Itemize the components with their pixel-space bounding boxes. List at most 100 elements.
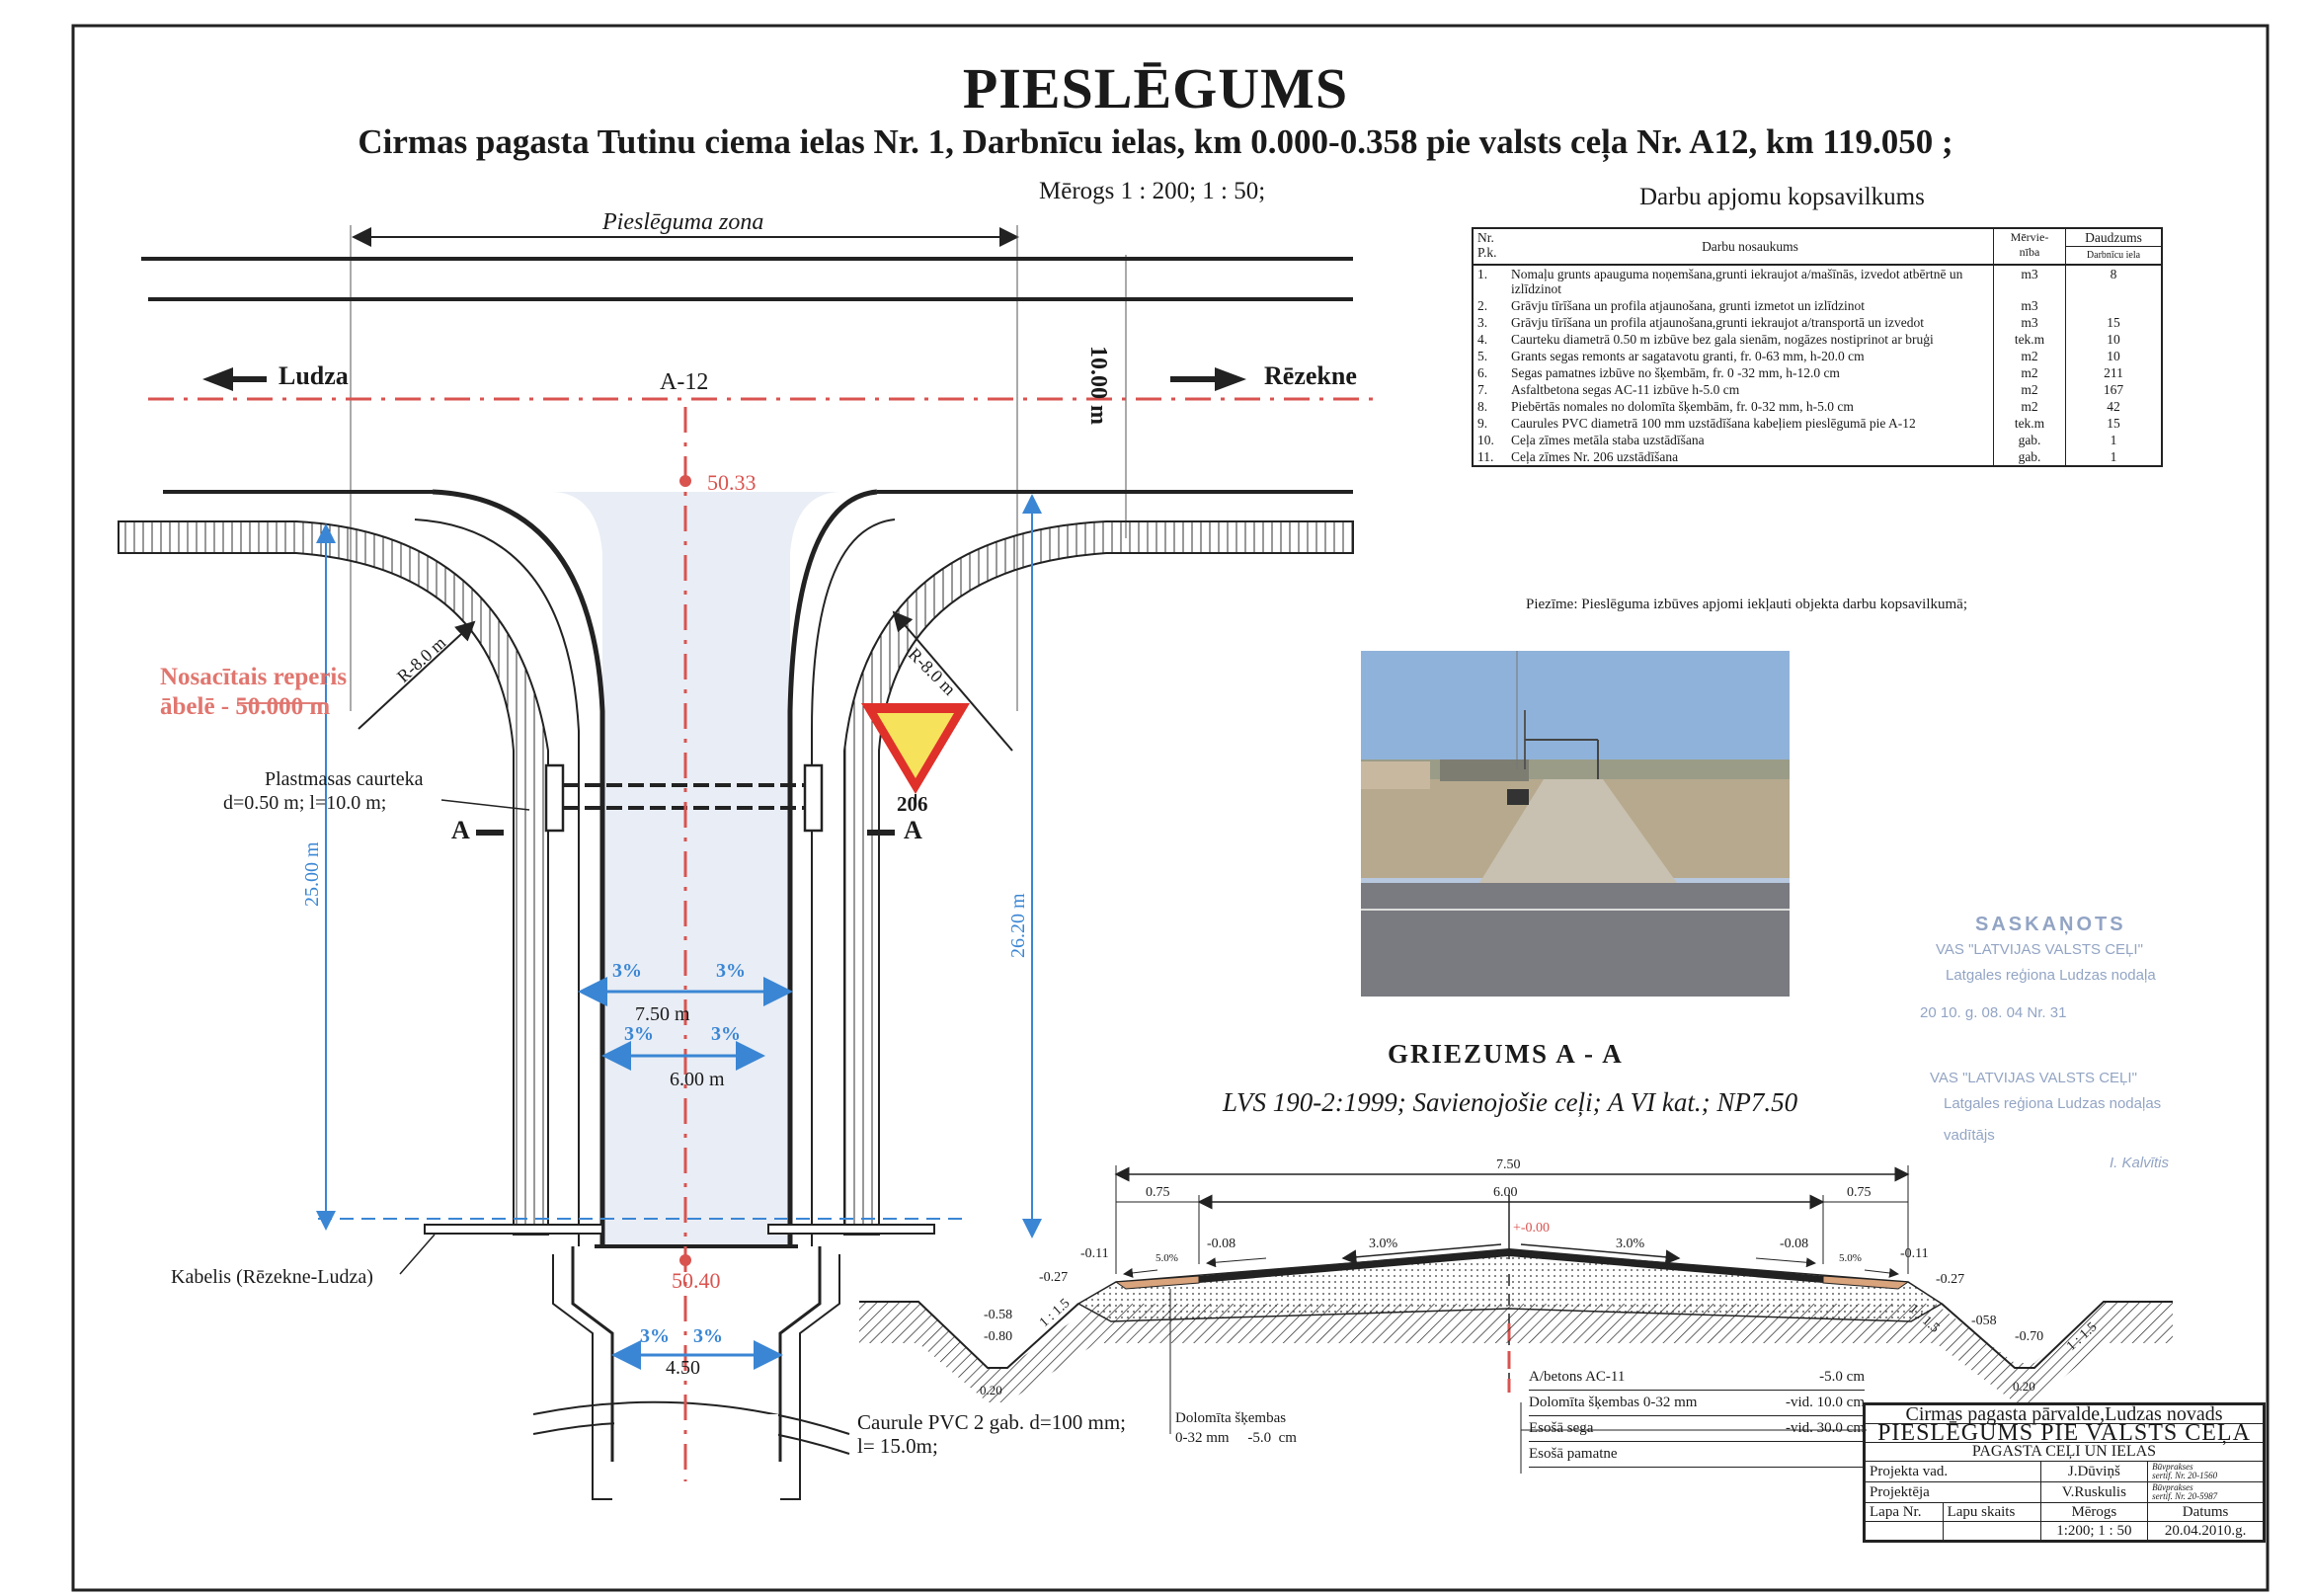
sec-elev-011-right: -0.11 [1900,1246,1929,1261]
works-table: Nr. P.k. Darbu nosaukums Mērvie- nība Da… [1472,227,2163,467]
layer-row: Dolomīta šķembas 0-32 mm-vid. 10.0 cm [1529,1391,1865,1416]
sec-ditch-right: 0.20 [2013,1379,2035,1394]
table-row: 6. Segas pamatnes izbūve no šķembām, fr. … [1473,364,2162,381]
sec-slope-5-left: 5.0% [1156,1252,1178,1264]
sec-elev-058-right: -058 [1971,1314,1997,1328]
sec-slope-right: 3.0% [1616,1237,1645,1251]
tb-date-value: 20.04.2010.g. [2147,1521,2265,1542]
row-qty: 1 [2065,432,2162,448]
slope-3: 3% [624,1023,654,1045]
row-qty: 167 [2065,381,2162,398]
header-name: Darbu nosaukums [1507,228,1994,266]
sec-elev-058-left: -0.58 [984,1308,1013,1322]
drawing-title: PIESLĒGUMS [962,56,1349,120]
row-unit: gab. [1993,448,2066,466]
row-nr: 5. [1477,349,1488,363]
row-qty: 42 [2065,398,2162,415]
row-unit: m2 [1993,348,2066,364]
sheet-border [71,24,2270,1592]
row-nr: 2. [1477,298,1488,313]
layer-value: -vid. 10.0 cm [1786,1395,1865,1410]
pipe-line2: l= 15.0m; [857,1434,938,1458]
row-nr: 4. [1477,332,1488,347]
tb-designer-label: Projektēja [1864,1481,2041,1503]
row-name: Ceļa zīmes metāla staba uzstādīšana [1511,433,1705,447]
sec-slope-left: 3.0% [1369,1237,1398,1251]
stamp-line2: VAS "LATVIJAS VALSTS CEĻI" [1936,941,2143,958]
dim-25-label: 25.00 m [301,841,323,907]
road-name: A-12 [660,369,709,395]
tb-lead-label: Projekta vad. [1864,1461,2041,1482]
row-nr: 10. [1477,433,1494,447]
sec-elev-008-right: -0.08 [1780,1237,1809,1251]
row-nr: 7. [1477,382,1488,397]
title-block: Cirmas pagasta pārvalde,Ludzas novads PI… [1863,1402,2266,1543]
cross-section [859,1165,2173,1474]
row-qty: 15 [2065,314,2162,331]
sec-elev-027-right: -0.27 [1936,1272,1965,1287]
slope-6: 3% [693,1325,723,1347]
culvert-line1: Plastmasas caurteka [265,768,424,790]
culvert-head-left [544,763,565,833]
row-name: Segas pamatnes izbūve no šķembām, fr. 0 … [1511,365,1840,380]
row-unit: gab. [1993,432,2066,448]
row-name: Nomaļu grunts apauguma noņemšana,grunti … [1511,267,1963,296]
stamp-line8: I. Kalvītis [2110,1155,2170,1171]
row-nr: 3. [1477,315,1488,330]
section-mark-left: A [451,816,470,844]
tb-date-label: Datums [2147,1502,2265,1522]
row-name: Ceļa zīmes Nr. 206 uzstādīšana [1511,449,1679,464]
row-nr: 1. [1477,267,1488,281]
tb-sheets-label: Lapu skaits [1942,1502,2041,1522]
reper-line2: ābelē - 50.000 m [160,693,331,720]
row-qty: 8 [2065,265,2162,297]
section-standard: LVS 190-2:1999; Savienojošie ceļi; A VI … [1223,1087,1798,1117]
row-unit: m3 [1993,297,2066,314]
slope-2: 3% [716,960,746,982]
stamp-line5: VAS "LATVIJAS VALSTS CEĻI" [1930,1070,2137,1086]
row-name: Grants segas remonts ar sagatavotu grant… [1511,349,1865,363]
summary-title: Darbu apjomu kopsavilkums [1639,184,1925,210]
slope-1: 3% [612,960,642,982]
header-sub: Darbnīcu iela [2065,246,2162,266]
stamp-line6: Latgales reģiona Ludzas nodaļas [1944,1095,2162,1112]
layer-name: Esošā pamatne [1529,1446,1618,1462]
row-unit: m2 [1993,398,2066,415]
drawing-scale: Mērogs 1 : 200; 1 : 50; [1039,178,1266,204]
layer-name: A/betons AC-11 [1529,1369,1626,1385]
row-nr: 6. [1477,365,1488,380]
layer-name: Esošā sega [1529,1420,1594,1436]
row-name: Grāvju tīrīšana un profila atjaunošana,g… [1511,315,1924,330]
tb-sheet-value [1864,1521,1944,1542]
direction-rezekne: Rēzekne [1264,361,1357,390]
row-unit: m3 [1993,265,2066,297]
row-unit: tek.m [1993,331,2066,348]
row-name: Caurteku diametrā 0.50 m izbūve bez gala… [1511,332,1934,347]
tb-sheet-label: Lapa Nr. [1864,1502,1944,1522]
sign-number: 206 [897,792,928,816]
row-qty: 211 [2065,364,2162,381]
sec-ditch-left: 0.20 [980,1383,1002,1397]
row-nr: 8. [1477,399,1488,414]
header-qty: Daudzums [2065,228,2162,247]
table-row: 3. Grāvju tīrīšana un profila atjaunošana… [1473,314,2162,331]
culvert-line2: d=0.50 m; l=10.0 m; [223,792,387,814]
drawing-subtitle: Cirmas pagasta Tutinu ciema ielas Nr. 1,… [358,122,1953,161]
dolomite-label: Dolomīta šķembas [1175,1410,1287,1426]
row-nr: 9. [1477,416,1488,431]
table-row: 10. Ceļa zīmes metāla staba uzstādīšana ga… [1473,432,2162,448]
table-row: 9. Caurules PVC diametrā 100 mm uzstādīša… [1473,415,2162,432]
row-name: Caurules PVC diametrā 100 mm uzstādīšana… [1511,416,1916,431]
row-unit: m2 [1993,364,2066,381]
tb-project: PIESLĒGUMS PIE VALSTS CEĻA [1864,1421,2265,1445]
row-name: Piebērtās nomales no dolomīta šķembām, f… [1511,399,1854,414]
slope-5: 3% [640,1325,670,1347]
row-nr: 11. [1477,449,1494,464]
width-750: 7.50 m [635,1003,690,1025]
cable-label: Kabelis (Rēzekne-Ludza) [171,1266,373,1288]
row-name: Asfaltbetona segas AC-11 izbūve h-5.0 cm [1511,382,1740,397]
table-row: 2.Grāvju tīrīšana un profila atjaunošana… [1473,297,2162,314]
dolomite-spec: 0-32 mm -5.0 cm [1175,1430,1297,1446]
yield-sign-206-icon [861,703,970,802]
